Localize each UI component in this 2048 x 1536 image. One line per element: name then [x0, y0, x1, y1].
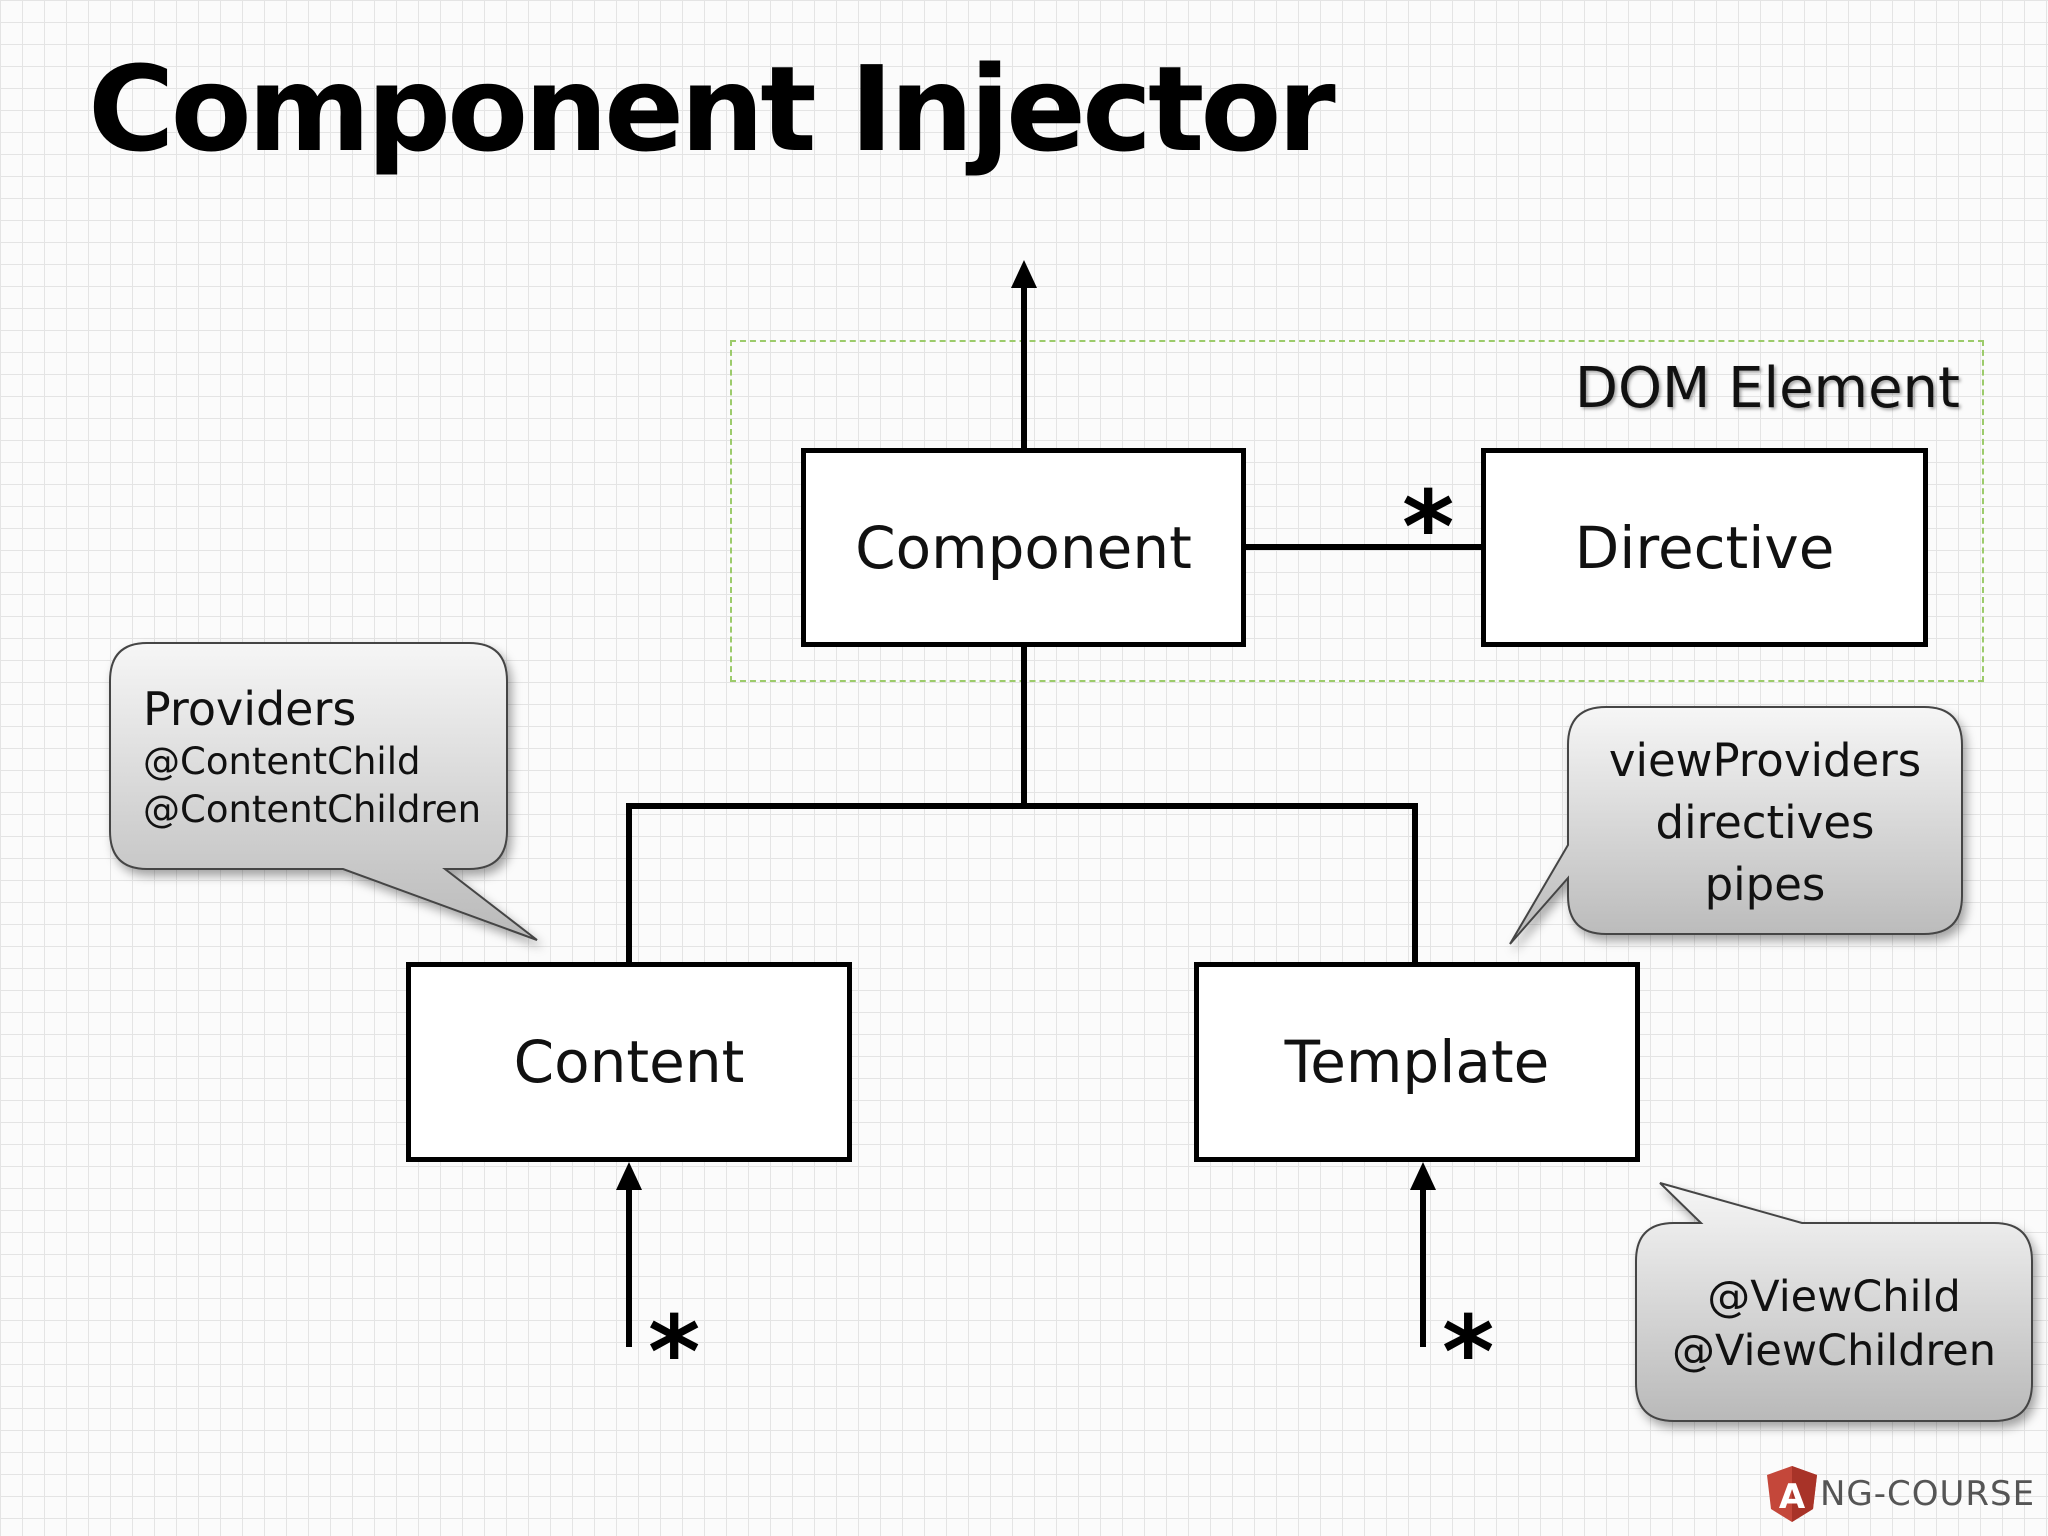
content-children-label: @ContentChildren	[143, 788, 482, 831]
template-input-arrowhead	[1410, 1162, 1436, 1190]
content-input-line	[626, 1185, 632, 1347]
angular-shield-icon: A	[1767, 1466, 1817, 1522]
providers-callout-text: Providers @ContentChild @ContentChildren	[143, 680, 481, 834]
directive-multiplicity-star: *	[1402, 469, 1455, 586]
template-input-line	[1420, 1185, 1426, 1347]
content-multiplicity-star: *	[648, 1294, 701, 1411]
view-child-callout-text: @ViewChild @ViewChildren	[1636, 1270, 2032, 1378]
directives-label: directives	[1655, 796, 1875, 849]
template-multiplicity-star: *	[1442, 1294, 1495, 1411]
providers-heading: Providers	[143, 682, 357, 736]
component-up-line	[1021, 284, 1027, 450]
dom-element-label: DOM Element	[1574, 356, 1960, 421]
directive-box: Directive	[1481, 448, 1928, 647]
content-input-arrowhead	[616, 1162, 642, 1190]
branch-to-content-line	[626, 803, 632, 965]
content-child-label: @ContentChild	[143, 740, 421, 783]
logo-letter: A	[1779, 1477, 1806, 1517]
component-up-arrowhead	[1011, 260, 1037, 288]
branch-horizontal-line	[626, 803, 1418, 809]
component-down-line	[1021, 644, 1027, 804]
view-children-label: @ViewChildren	[1672, 1326, 1996, 1376]
view-providers-label: viewProviders	[1608, 734, 1922, 787]
branch-to-template-line	[1412, 803, 1418, 965]
pipes-label: pipes	[1704, 858, 1826, 911]
dom-element-group: DOM Element	[730, 340, 1984, 682]
ng-course-logo: A NG-COURSE	[1766, 1464, 2035, 1524]
logo-text: NG-COURSE	[1820, 1474, 2036, 1514]
view-providers-callout-text: viewProviders directives pipes	[1568, 730, 1962, 916]
content-box: Content	[406, 962, 852, 1162]
component-directive-line	[1243, 544, 1485, 550]
component-box: Component	[801, 448, 1246, 647]
slide-title: Component Injector	[88, 40, 1336, 178]
view-child-label: @ViewChild	[1707, 1272, 1961, 1322]
template-box: Template	[1194, 962, 1640, 1162]
